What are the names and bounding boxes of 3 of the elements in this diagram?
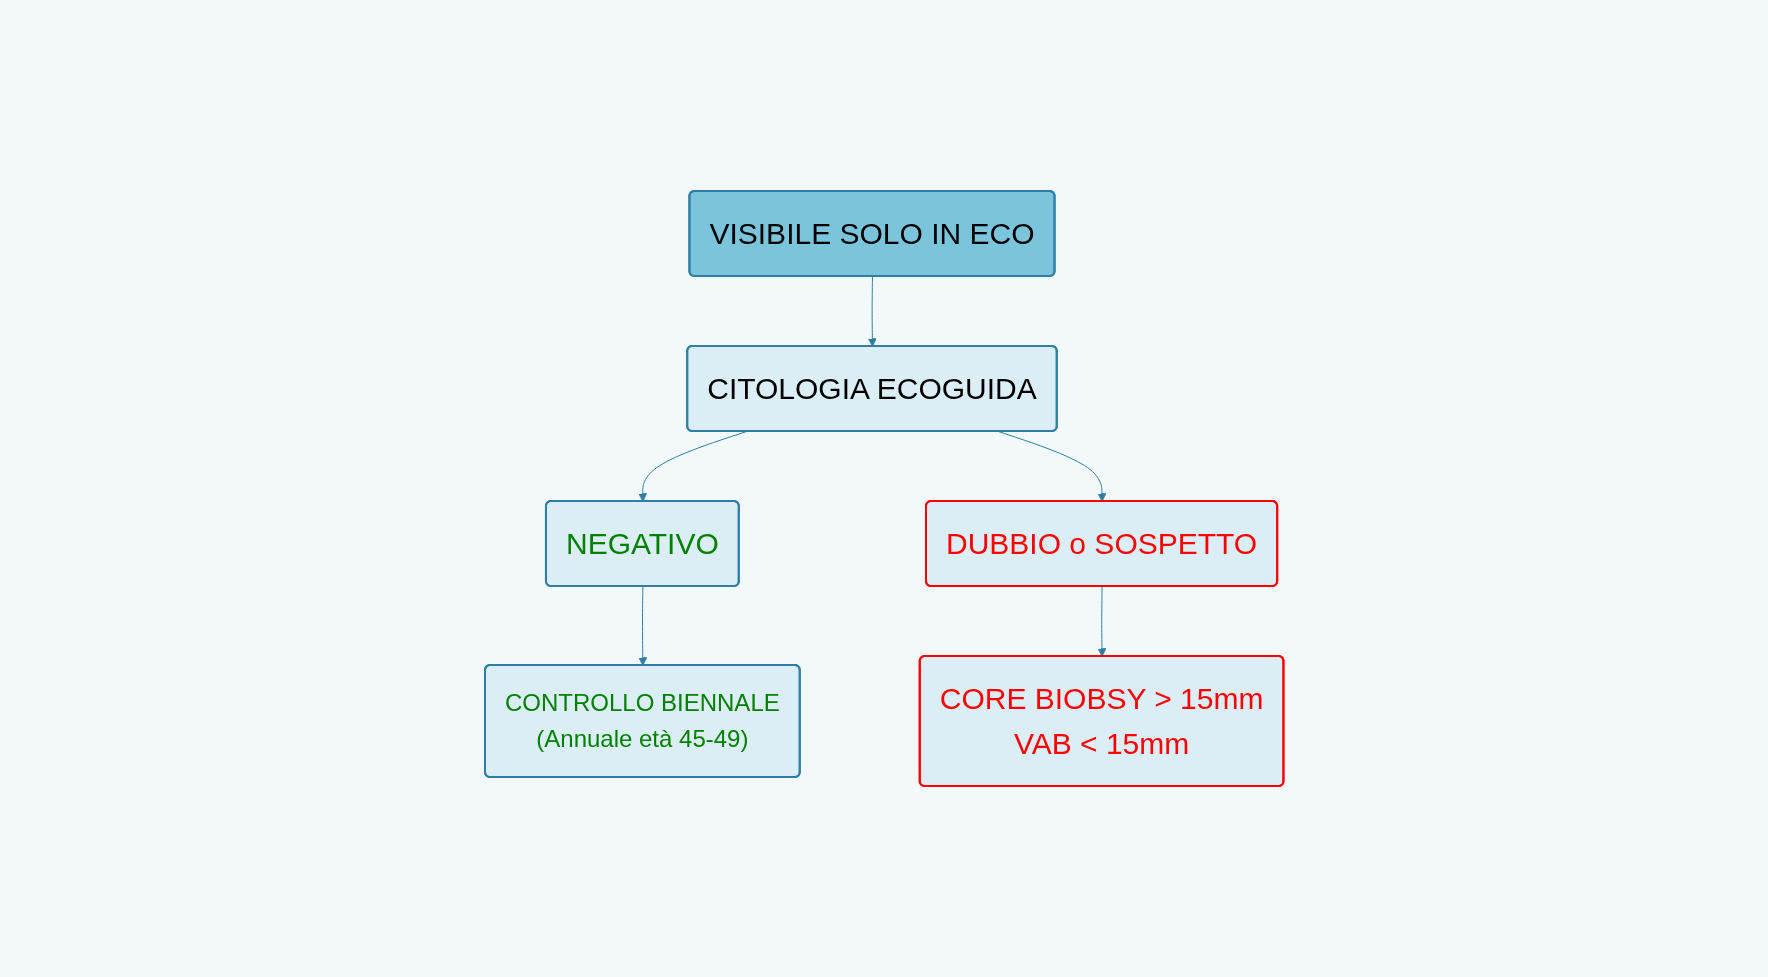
arrow bbox=[1097, 586, 1107, 657]
arrow bbox=[867, 276, 877, 347]
arrow bbox=[638, 586, 647, 666]
